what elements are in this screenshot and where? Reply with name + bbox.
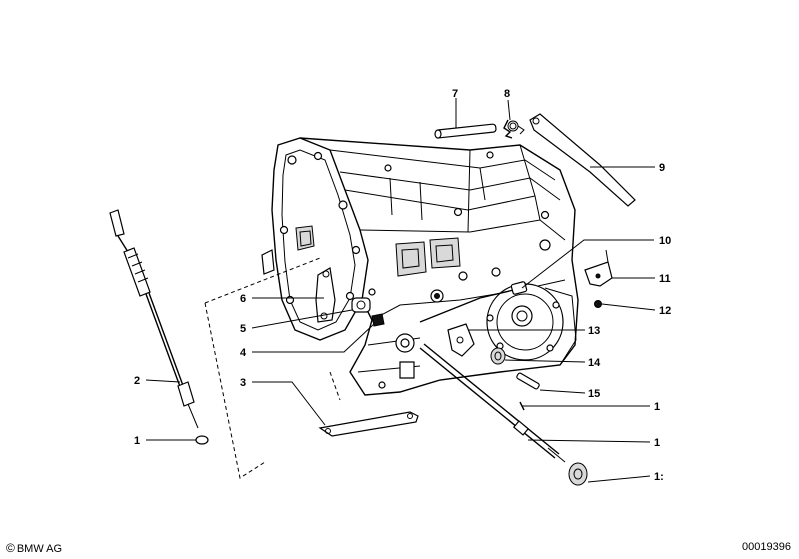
callout-2: 2 [134,375,140,387]
callout-1: 1 [134,435,140,447]
callout-7: 7 [452,88,458,100]
callout-14: 14 [588,357,601,369]
callout-11: 11 [659,273,671,285]
callout-3: 3 [240,377,246,389]
callout-9: 9 [659,162,665,174]
transmission-housing [261,137,579,396]
copyright-text: BMW AG [16,543,63,555]
leader-lines [145,98,656,483]
callout-10: 10 [659,235,671,247]
callout-17: 1 [654,437,660,449]
part-nut [594,300,602,308]
callout-12: 12 [659,305,671,317]
part-small-pin [516,372,540,390]
callout-18: 1: [654,471,664,483]
part-spring-clip [503,119,525,139]
part-clip [368,288,385,327]
part-bushing [351,297,371,313]
part-control-lever [315,267,336,323]
part-coil-spring [490,347,506,365]
callout-13: 13 [588,325,600,337]
part-selector-rod [419,281,528,323]
callout-8: 8 [504,88,510,100]
callout-labels: 7 8 9 10 11 12 13 14 15 1 1 1: 6 5 4 3 2… [134,88,671,483]
callout-16: 1 [654,401,660,413]
part-shaft-seal [568,462,588,486]
part-o-ring [195,435,209,445]
assembly-outline [204,257,341,479]
callout-6: 6 [240,293,246,305]
part-cable-bracket [318,411,419,437]
callout-5: 5 [240,323,246,335]
part-bracket [584,249,613,287]
part-throttle-cable [109,209,199,429]
part-lever-arm [529,113,636,207]
part-detent-lever [447,323,475,357]
callout-15: 15 [588,388,600,400]
copyright: ©BMW AG [6,541,62,555]
callout-4: 4 [240,347,247,359]
copyright-symbol: © [6,541,15,555]
diagram-number: 00019396 [742,541,791,553]
part-pin [434,123,497,139]
